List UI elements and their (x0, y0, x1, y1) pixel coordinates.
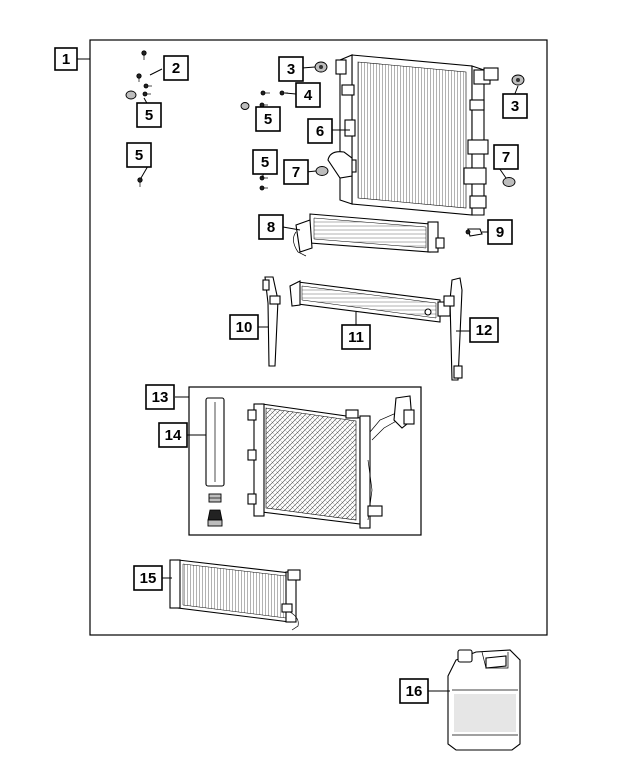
callout-5-upper-left: 5 (136, 102, 162, 128)
callout-8: 8 (258, 214, 284, 240)
oil-cooler-lower (289, 280, 451, 323)
callout-15: 15 (133, 565, 163, 591)
callout-8-label: 8 (267, 219, 275, 236)
callout-16: 16 (399, 678, 429, 704)
auxiliary-radiator (169, 559, 301, 631)
bracket-left (262, 276, 281, 367)
radiator (327, 54, 499, 216)
callout-9: 9 (487, 219, 513, 245)
callout-11-label: 11 (348, 329, 364, 346)
callout-5-lower-center-label: 5 (261, 154, 269, 171)
callout-4-label: 4 (304, 87, 313, 104)
callout-12-label: 12 (476, 322, 493, 339)
callout-14-label: 14 (165, 427, 182, 444)
callout-6: 6 (307, 118, 333, 144)
callout-3-right-label: 3 (511, 98, 519, 115)
callout-3-right: 3 (502, 93, 528, 119)
drier-cartridge (205, 397, 225, 527)
cooler-clip (465, 228, 483, 237)
callout-15-label: 15 (140, 570, 157, 587)
ac-condenser (247, 395, 415, 529)
callout-11: 11 (341, 324, 371, 350)
callout-6-label: 6 (316, 123, 324, 140)
callout-16-label: 16 (406, 683, 423, 700)
rubber-isolators-right (502, 74, 525, 187)
bracket-right (443, 277, 463, 381)
callout-2: 2 (163, 55, 189, 81)
callout-9-label: 9 (496, 224, 504, 241)
callout-7-right: 7 (493, 144, 519, 170)
callout-5-lower-left-label: 5 (135, 147, 143, 164)
callout-5-lower-center: 5 (252, 149, 278, 175)
leader-lines (140, 66, 519, 692)
callout-10-label: 10 (236, 319, 253, 336)
callout-7-right-label: 7 (502, 149, 510, 166)
fastener-screws-left (125, 50, 152, 187)
callout-3-left: 3 (278, 56, 304, 82)
callout-14: 14 (158, 422, 188, 448)
callout-12: 12 (469, 317, 499, 343)
callout-1-label: 1 (62, 51, 70, 68)
callout-5-upper-left-label: 5 (145, 107, 153, 124)
callout-5-upper-center-label: 5 (264, 111, 272, 128)
callout-1: 1 (54, 47, 78, 71)
callout-2-label: 2 (172, 60, 180, 77)
callout-13-label: 13 (152, 389, 169, 406)
callout-5-lower-left: 5 (126, 142, 152, 168)
callout-5-upper-center: 5 (255, 106, 281, 132)
assembly-frame (89, 39, 548, 636)
callout-7-left-label: 7 (292, 164, 300, 181)
coolant-jug (447, 649, 521, 751)
callout-10: 10 (229, 314, 259, 340)
condenser-kit-frame (188, 386, 422, 536)
callout-7-left: 7 (283, 159, 309, 185)
callout-4: 4 (295, 82, 321, 108)
callout-13: 13 (145, 384, 175, 410)
callout-3-left-label: 3 (287, 61, 295, 78)
oil-cooler-upper (293, 213, 445, 257)
